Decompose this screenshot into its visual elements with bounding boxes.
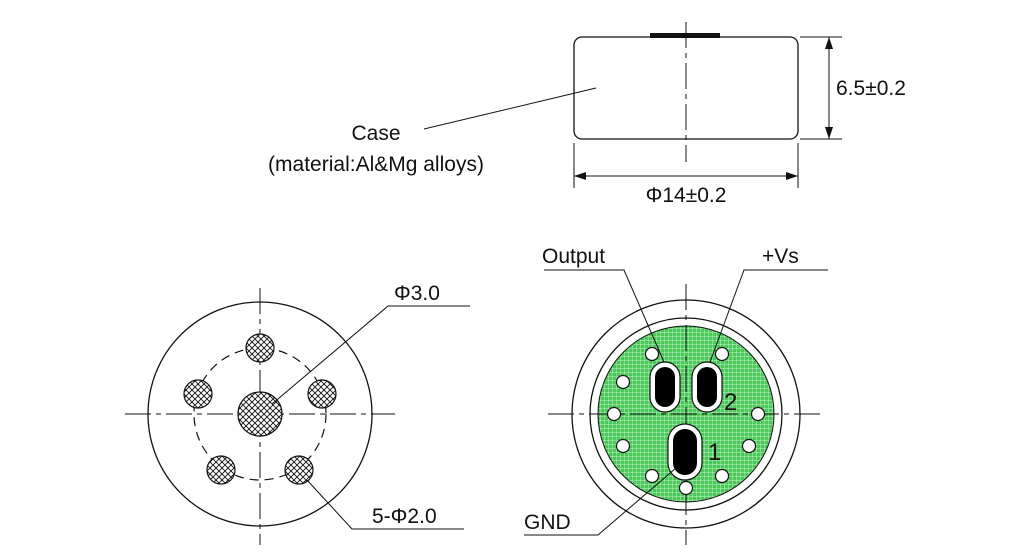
height-arrow-top (825, 37, 833, 49)
holes-dimension: 5-Φ2.0 (372, 505, 437, 528)
via (606, 406, 622, 422)
gnd-label: GND (524, 511, 571, 534)
diam-arrow-left (574, 172, 586, 180)
pin-1-label: 1 (708, 439, 721, 466)
pcb-view: 2 1 Output +Vs GND (524, 245, 828, 545)
output-leader (544, 269, 665, 363)
bottom-view: Φ3.0 5-Φ2.0 (125, 282, 470, 545)
pcb-vias (606, 346, 766, 496)
height-arrow-bottom (825, 127, 833, 139)
center-hole (237, 391, 283, 437)
top-port-mark (650, 33, 720, 38)
material-label: (material:Al&Mg alloys) (268, 153, 484, 176)
vs-leader (709, 269, 828, 363)
via (615, 438, 631, 454)
output-pad (655, 367, 675, 407)
vs-label: +Vs (762, 245, 799, 268)
case-leader (423, 87, 597, 130)
via (750, 406, 766, 422)
via (741, 438, 757, 454)
hole-right (307, 379, 337, 409)
side-view: 6.5±0.2 Φ14±0.2 Case (material:Al&Mg all… (268, 22, 906, 207)
height-dimension: 6.5±0.2 (836, 77, 906, 100)
vs-pad (697, 367, 717, 407)
pitch-circle (193, 347, 327, 481)
via (644, 346, 660, 362)
via (714, 468, 730, 484)
case-label: Case (351, 122, 400, 145)
center-hole-dimension: Φ3.0 (394, 282, 440, 305)
hole-left (183, 379, 213, 409)
holes-leader (306, 479, 464, 530)
hole-top (245, 333, 275, 363)
hole-bottom-right (284, 455, 314, 485)
output-label: Output (542, 245, 605, 268)
via (644, 468, 660, 484)
via (615, 374, 631, 390)
via (678, 480, 694, 496)
via (714, 346, 730, 362)
center-hole-leader (271, 305, 470, 405)
pin-2-label: 2 (724, 389, 737, 416)
gnd-pad (673, 429, 697, 475)
diam-arrow-right (786, 172, 798, 180)
diameter-dimension: Φ14±0.2 (646, 184, 727, 207)
gnd-leader (524, 467, 677, 536)
hole-bottom-left (206, 455, 236, 485)
